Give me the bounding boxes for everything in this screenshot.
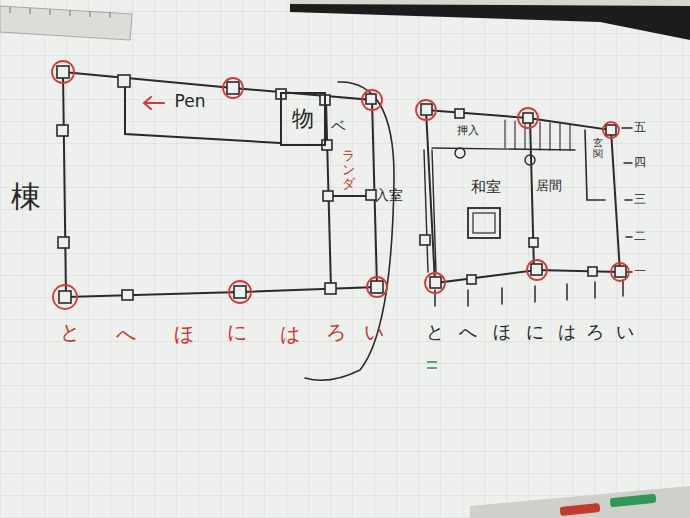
plan-label: へ xyxy=(116,323,136,345)
plan-label: は xyxy=(280,323,300,345)
plan-label: は xyxy=(558,322,576,342)
label-text: 押入 xyxy=(457,124,479,137)
label-text: ほ xyxy=(174,322,194,346)
label-text: と xyxy=(60,320,80,344)
plan-label: 二 xyxy=(634,230,646,243)
plan-label: ほ xyxy=(174,323,194,345)
label-text: と xyxy=(426,321,444,342)
plan-label: と xyxy=(426,322,444,342)
label-text: へ xyxy=(116,322,136,346)
label-text: 五 xyxy=(634,120,646,134)
plan-label: Pen xyxy=(175,92,206,111)
label-text: は xyxy=(280,322,300,346)
plan-label: い xyxy=(616,322,634,342)
room-label: 物 xyxy=(292,104,314,134)
plan-label: ベ xyxy=(331,118,346,135)
label-text: に xyxy=(227,320,247,344)
plan-label: 和室 xyxy=(471,179,501,196)
plan-label: ろ xyxy=(586,322,604,342)
label-text: ランダ xyxy=(342,148,355,192)
plan-label: ろ xyxy=(326,321,346,343)
label-text: ほ xyxy=(493,321,511,342)
plan-label: 五 xyxy=(634,121,646,134)
label-text: ろ xyxy=(586,321,604,342)
plan-label: 三 xyxy=(634,193,646,206)
label-text: へ xyxy=(459,321,477,342)
plan-label: に xyxy=(227,321,247,343)
plan-label: ランダ xyxy=(342,149,355,192)
plan-label: 玄関 xyxy=(593,137,603,159)
label-text: は xyxy=(558,321,576,342)
label-text: に xyxy=(526,321,544,342)
label-text: 一 xyxy=(634,264,646,278)
plan-label: に xyxy=(526,322,544,342)
label-text: 棟 xyxy=(11,179,41,214)
plan-label: 棟 xyxy=(11,180,41,213)
label-text: 入室 xyxy=(375,187,403,203)
plan-label: 四 xyxy=(634,156,646,169)
label-text: ベ xyxy=(331,117,346,135)
label-text: 四 xyxy=(634,155,646,169)
label-text: 玄関 xyxy=(593,137,603,159)
plan-label: と xyxy=(60,321,80,343)
label-text: 三 xyxy=(634,192,646,206)
plan-label: 押入 xyxy=(457,125,479,137)
storage-room-box: 物 xyxy=(280,92,326,146)
plan-label: い xyxy=(364,321,384,343)
label-text: 居間 xyxy=(536,178,562,193)
plan-label: 一 xyxy=(634,265,646,278)
plan-label: へ xyxy=(459,322,477,342)
label-text: ろ xyxy=(326,320,346,344)
label-text: い xyxy=(616,321,634,342)
label-text: 和室 xyxy=(471,178,501,196)
plan-label: 入室 xyxy=(375,188,403,203)
label-text: Pen xyxy=(175,91,206,111)
plan-label: ほ xyxy=(493,322,511,342)
plan-label: 居間 xyxy=(536,179,562,193)
label-text: い xyxy=(364,320,384,344)
label-text: 二 xyxy=(634,229,646,243)
